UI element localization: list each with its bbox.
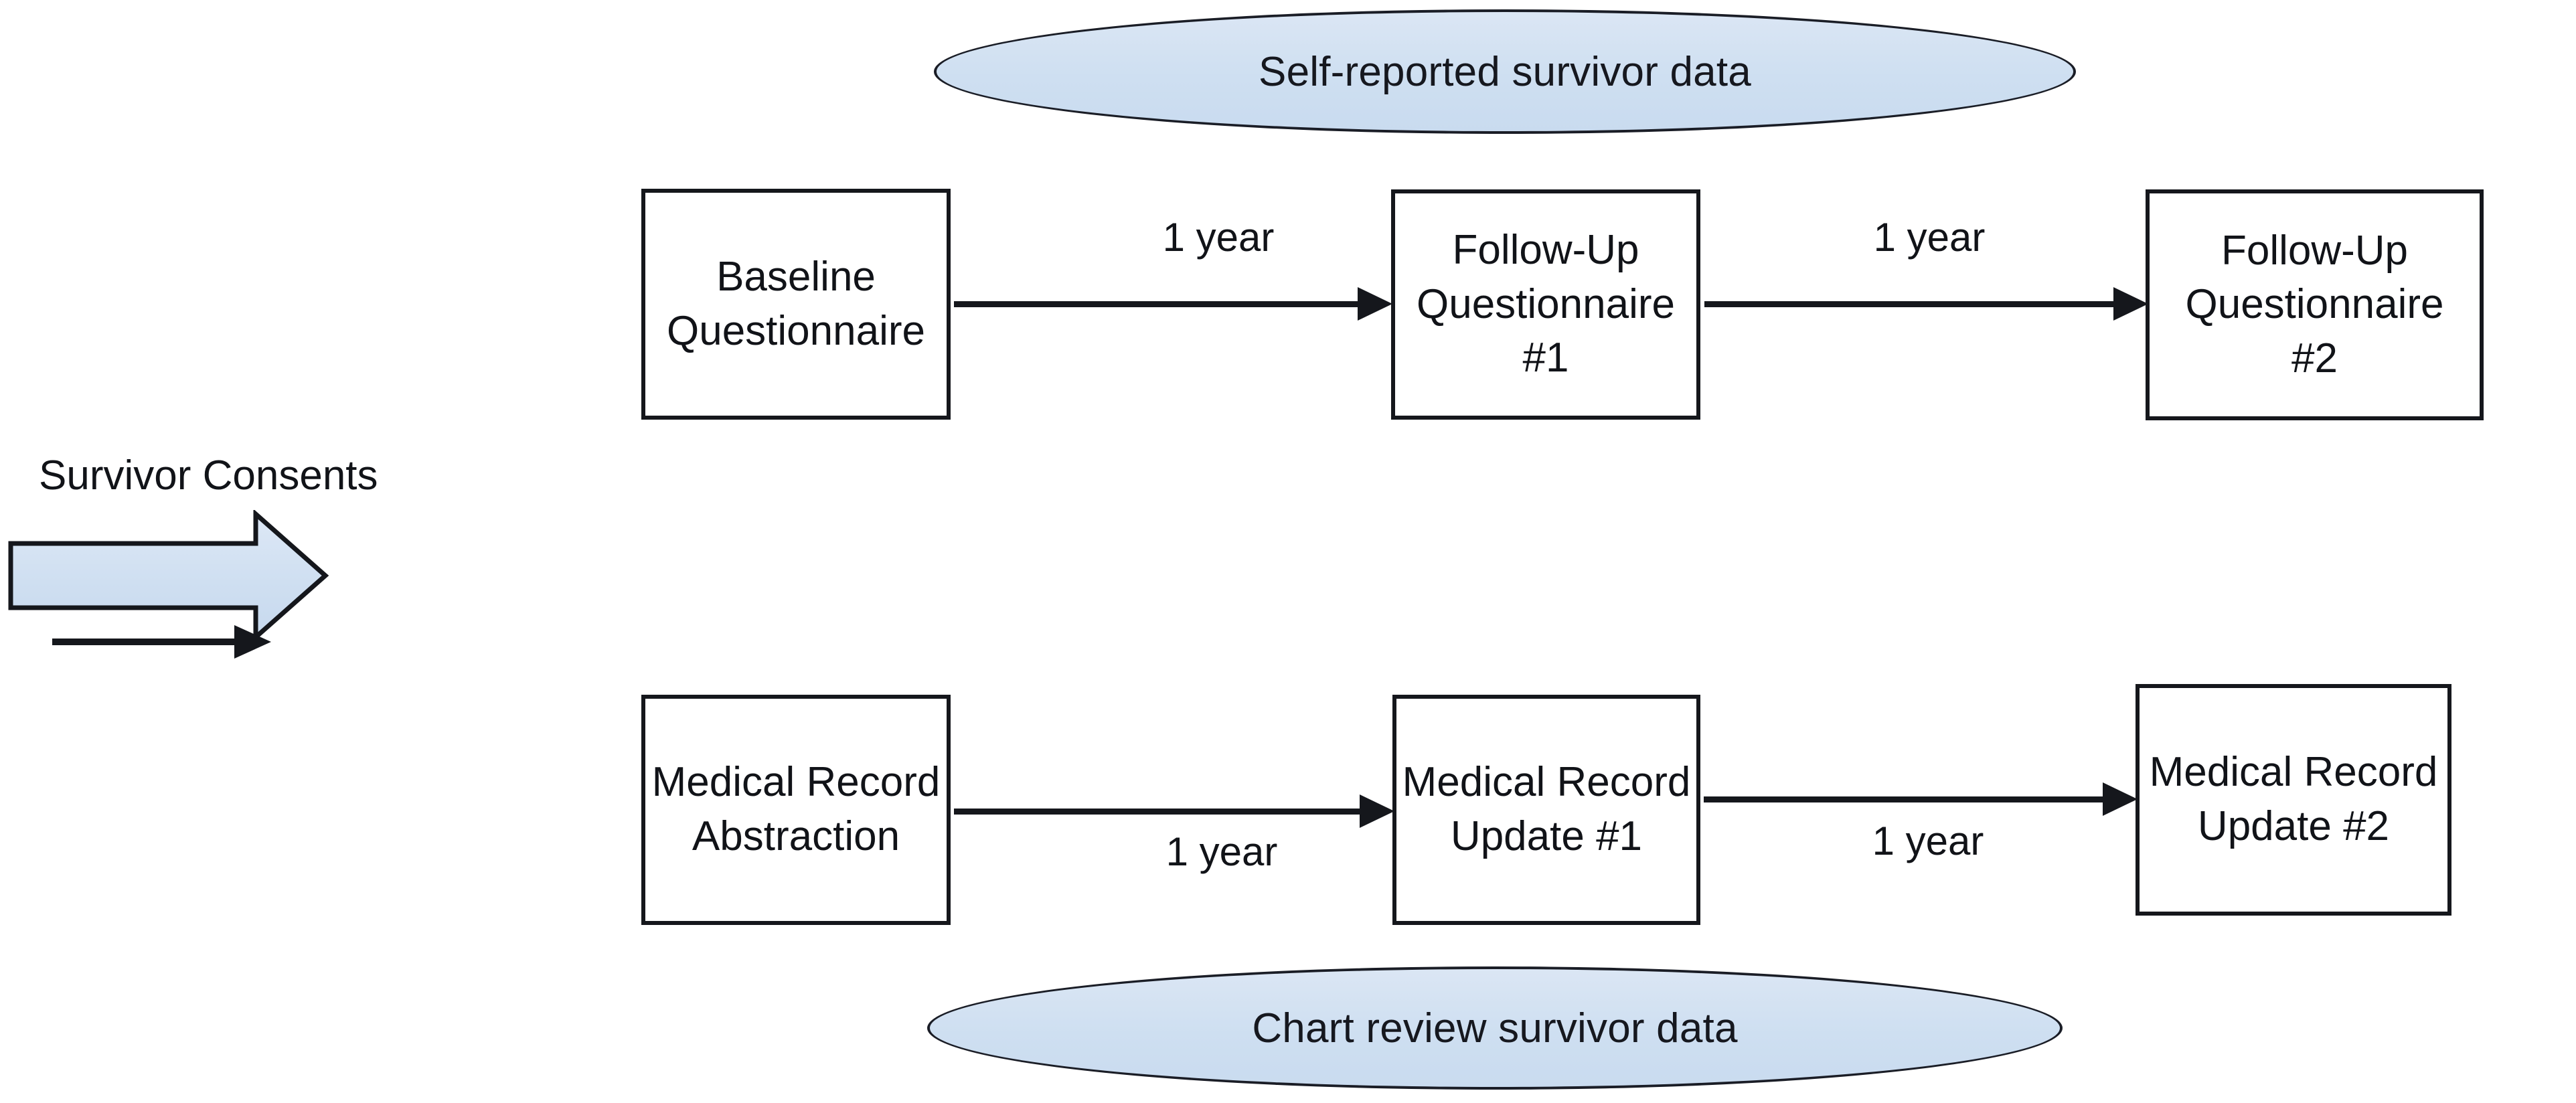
block-arrow-shape-icon (8, 510, 329, 641)
box-medical-record-abstraction-label: Medical Record Abstraction (651, 759, 941, 859)
box-follow-up-questionnaire-1-label: Follow-Up Questionnaire #1 (1416, 227, 1676, 381)
arrow-head-icon (2113, 287, 2148, 321)
box-baseline-questionnaire-label: Baseline Questionnaire (666, 253, 926, 354)
arrow-shaft (954, 809, 1366, 815)
box-medical-record-update-2[interactable]: Medical Record Update #2 (2136, 684, 2451, 916)
edge-label-bottom-1: 1 year (1165, 829, 1278, 874)
box-follow-up-questionnaire-2-label: Follow-Up Questionnaire #2 (2185, 227, 2444, 381)
box-follow-up-questionnaire-1[interactable]: Follow-Up Questionnaire #1 (1391, 189, 1700, 420)
edge-label-top-2: 1 year (1873, 215, 1986, 260)
arrow-shaft (954, 301, 1364, 307)
bottom-band-ellipse: Chart review survivor data (927, 966, 2063, 1090)
arrow-shaft (1704, 796, 2109, 802)
edge-label-top-1: 1 year (1162, 215, 1275, 260)
bottom-band-label: Chart review survivor data (1252, 1005, 1738, 1051)
box-medical-record-update-1[interactable]: Medical Record Update #1 (1392, 695, 1700, 925)
box-medical-record-update-2-label: Medical Record Update #2 (2149, 749, 2438, 849)
arrow-head-icon (1360, 794, 1394, 828)
box-follow-up-questionnaire-2[interactable]: Follow-Up Questionnaire #2 (2146, 189, 2484, 420)
box-medical-record-abstraction[interactable]: Medical Record Abstraction (641, 695, 951, 925)
top-band-ellipse: Self-reported survivor data (934, 9, 2076, 134)
survivor-consents-block-arrow (8, 510, 329, 641)
edge-label-bottom-2: 1 year (1872, 819, 1984, 863)
box-baseline-questionnaire[interactable]: Baseline Questionnaire (641, 189, 951, 420)
box-medical-record-update-1-label: Medical Record Update #1 (1402, 759, 1691, 859)
arrow-shaft (52, 639, 240, 645)
survivor-consents-label: Survivor Consents (39, 452, 378, 499)
arrow-head-icon (2103, 782, 2138, 816)
arrow-head-icon (1358, 287, 1392, 321)
top-band-label: Self-reported survivor data (1259, 48, 1751, 95)
arrow-head-icon (234, 625, 271, 659)
arrow-shaft (1704, 301, 2119, 307)
